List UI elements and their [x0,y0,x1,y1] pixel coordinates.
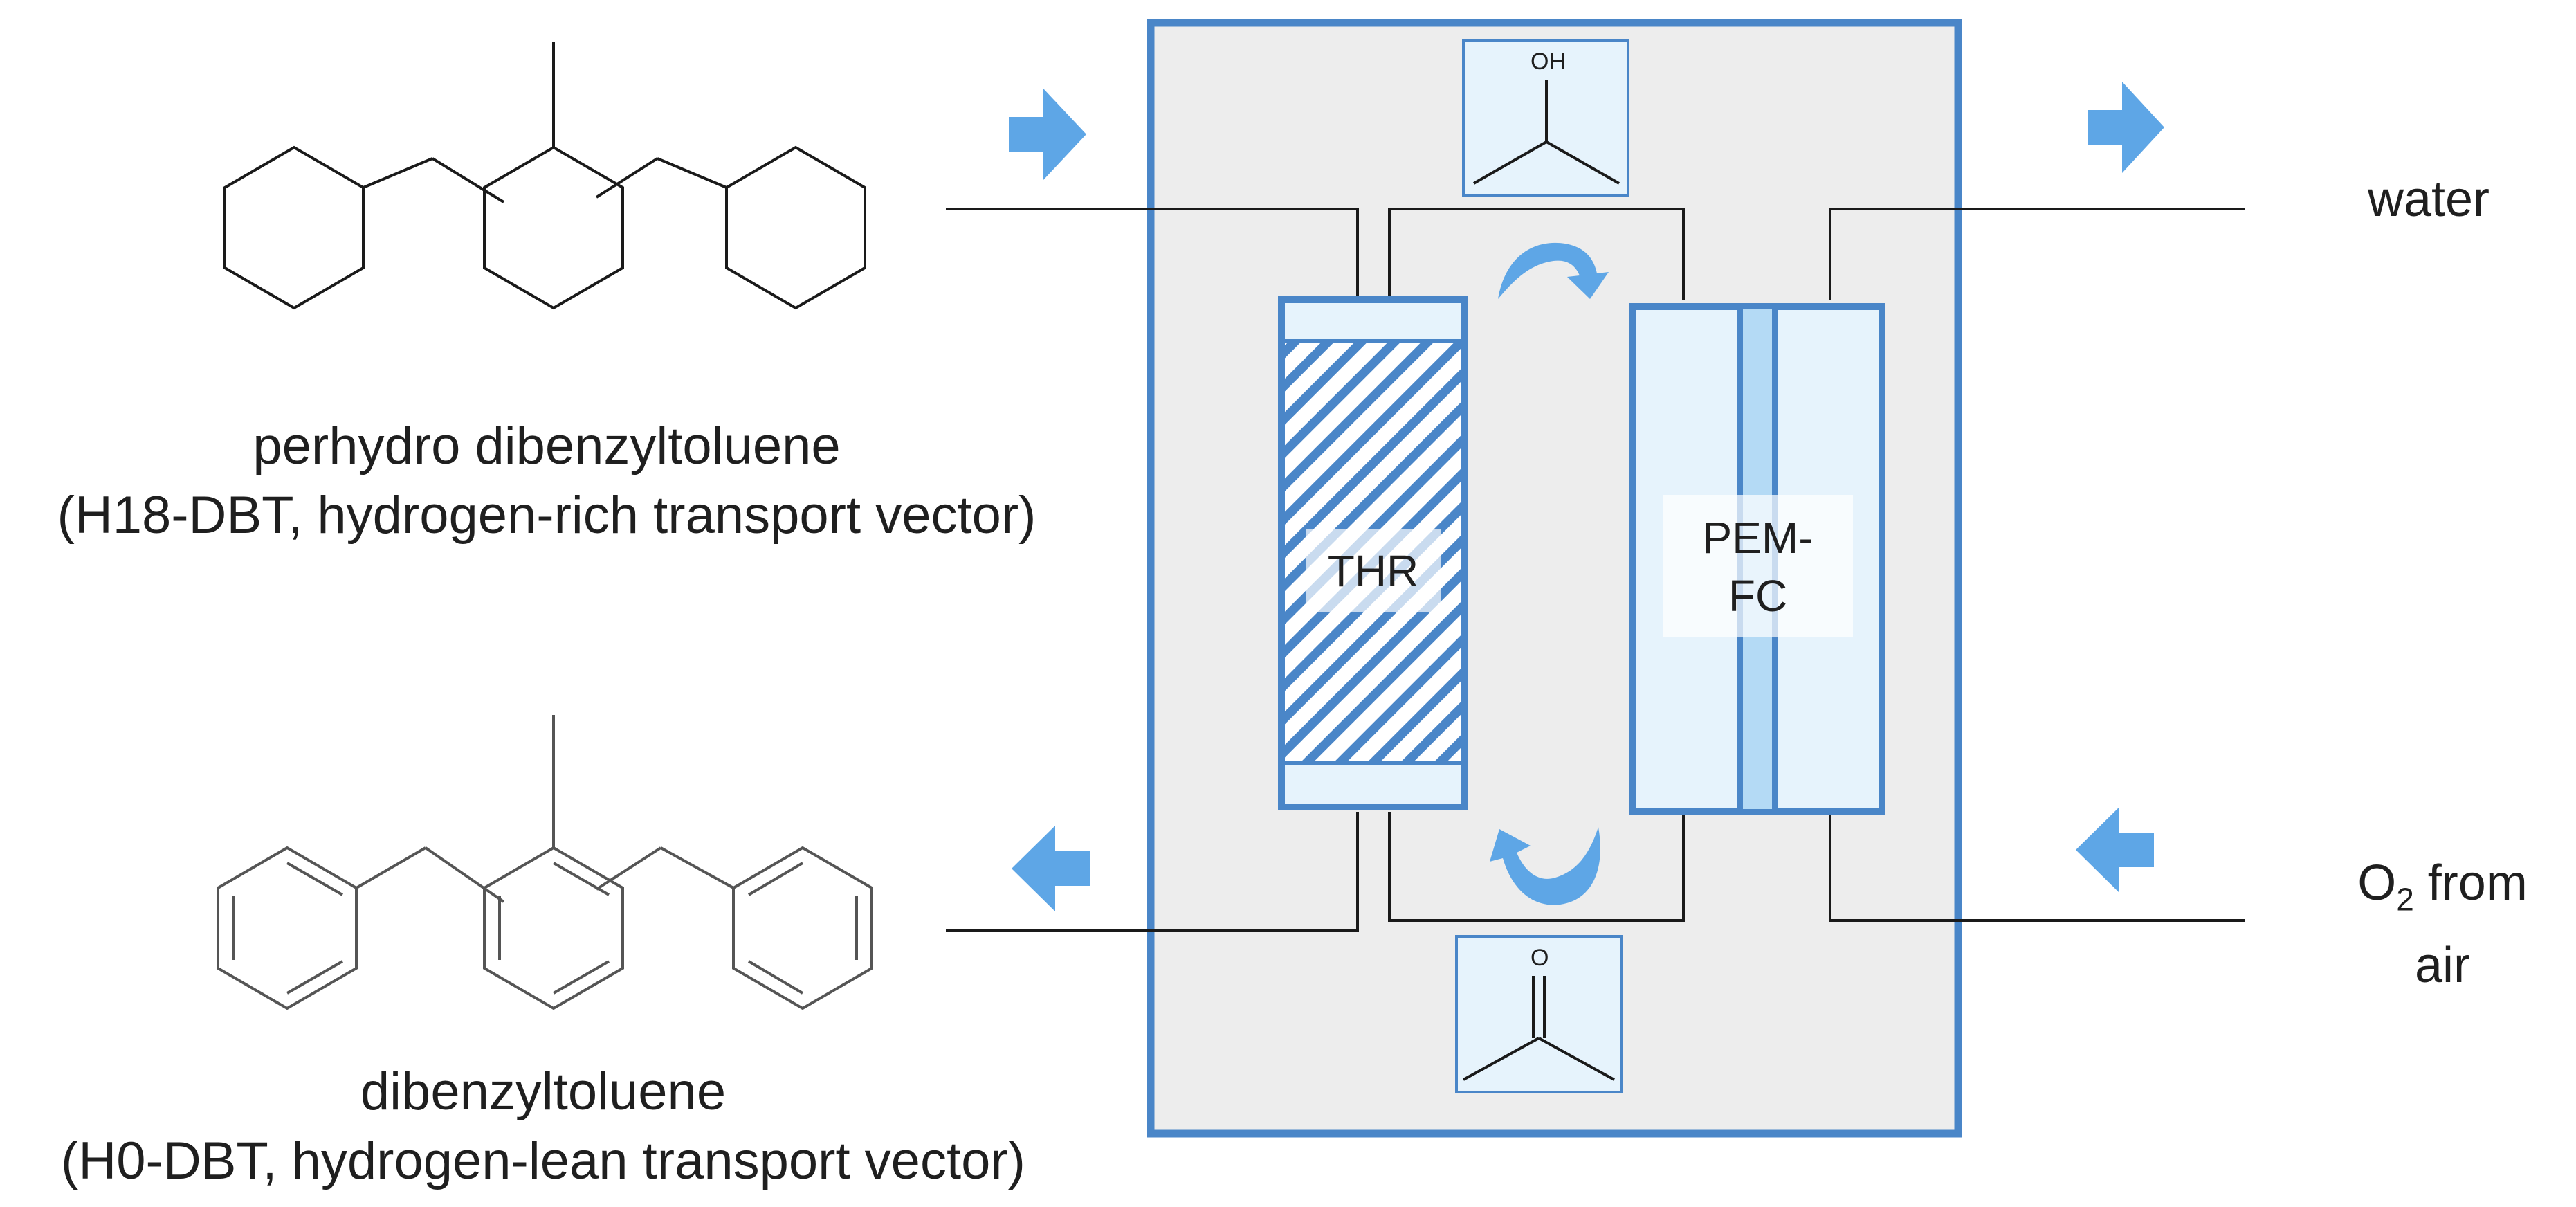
arrow-right-in-icon [1009,89,1086,180]
oxygen-subscript: 2 [2396,881,2414,918]
pemfc-line2: FC [1728,571,1788,621]
water-label: water [2367,172,2490,227]
piping [946,208,2245,932]
arrow-right-out-icon [2088,82,2164,173]
h18-dbt-structure [223,42,866,310]
thr-reactor [1278,296,1468,810]
h18-dbt-name: perhydro dibenzyltoluene [253,417,841,475]
arrow-left-in-icon [2076,807,2154,893]
cycle-arrow-bottom-icon [1490,827,1600,905]
arrow-left-out-icon [1012,826,1090,911]
oxygen-line1: O2 from [2332,850,2553,932]
oxygen-line2: air [2414,938,2470,994]
h18-dbt-label: perhydro dibenzyltoluene (H18-DBT, hydro… [0,412,1093,550]
ketone-o-label: O [1531,945,1549,971]
pemfc [1629,303,1885,815]
oxygen-label: O2 from air [2332,850,2553,999]
cycle-arrow-top-icon [1498,242,1609,299]
ketone-box [1455,935,1623,1093]
h0-dbt-structure [217,715,873,1010]
alcohol-box [1462,39,1629,197]
alcohol-oh-label: OH [1531,48,1566,75]
thr-label: THR [1327,546,1419,596]
oxygen-from: from [2413,855,2528,911]
h0-dbt-detail: (H0-DBT, hydrogen-lean transport vector) [61,1132,1025,1190]
h18-dbt-detail: (H18-DBT, hydrogen-rich transport vector… [57,486,1036,545]
pemfc-line1: PEM- [1702,513,1814,563]
cycle-arrows [1490,242,1609,905]
h0-dbt-name: dibenzyltoluene [360,1062,727,1121]
pemfc-label: PEM- FC [1663,509,1853,625]
h0-dbt-label: dibenzyltoluene (H0-DBT, hydrogen-lean t… [0,1058,1086,1196]
oxygen-o: O [2357,855,2397,911]
flow-arrows [1009,82,2164,911]
